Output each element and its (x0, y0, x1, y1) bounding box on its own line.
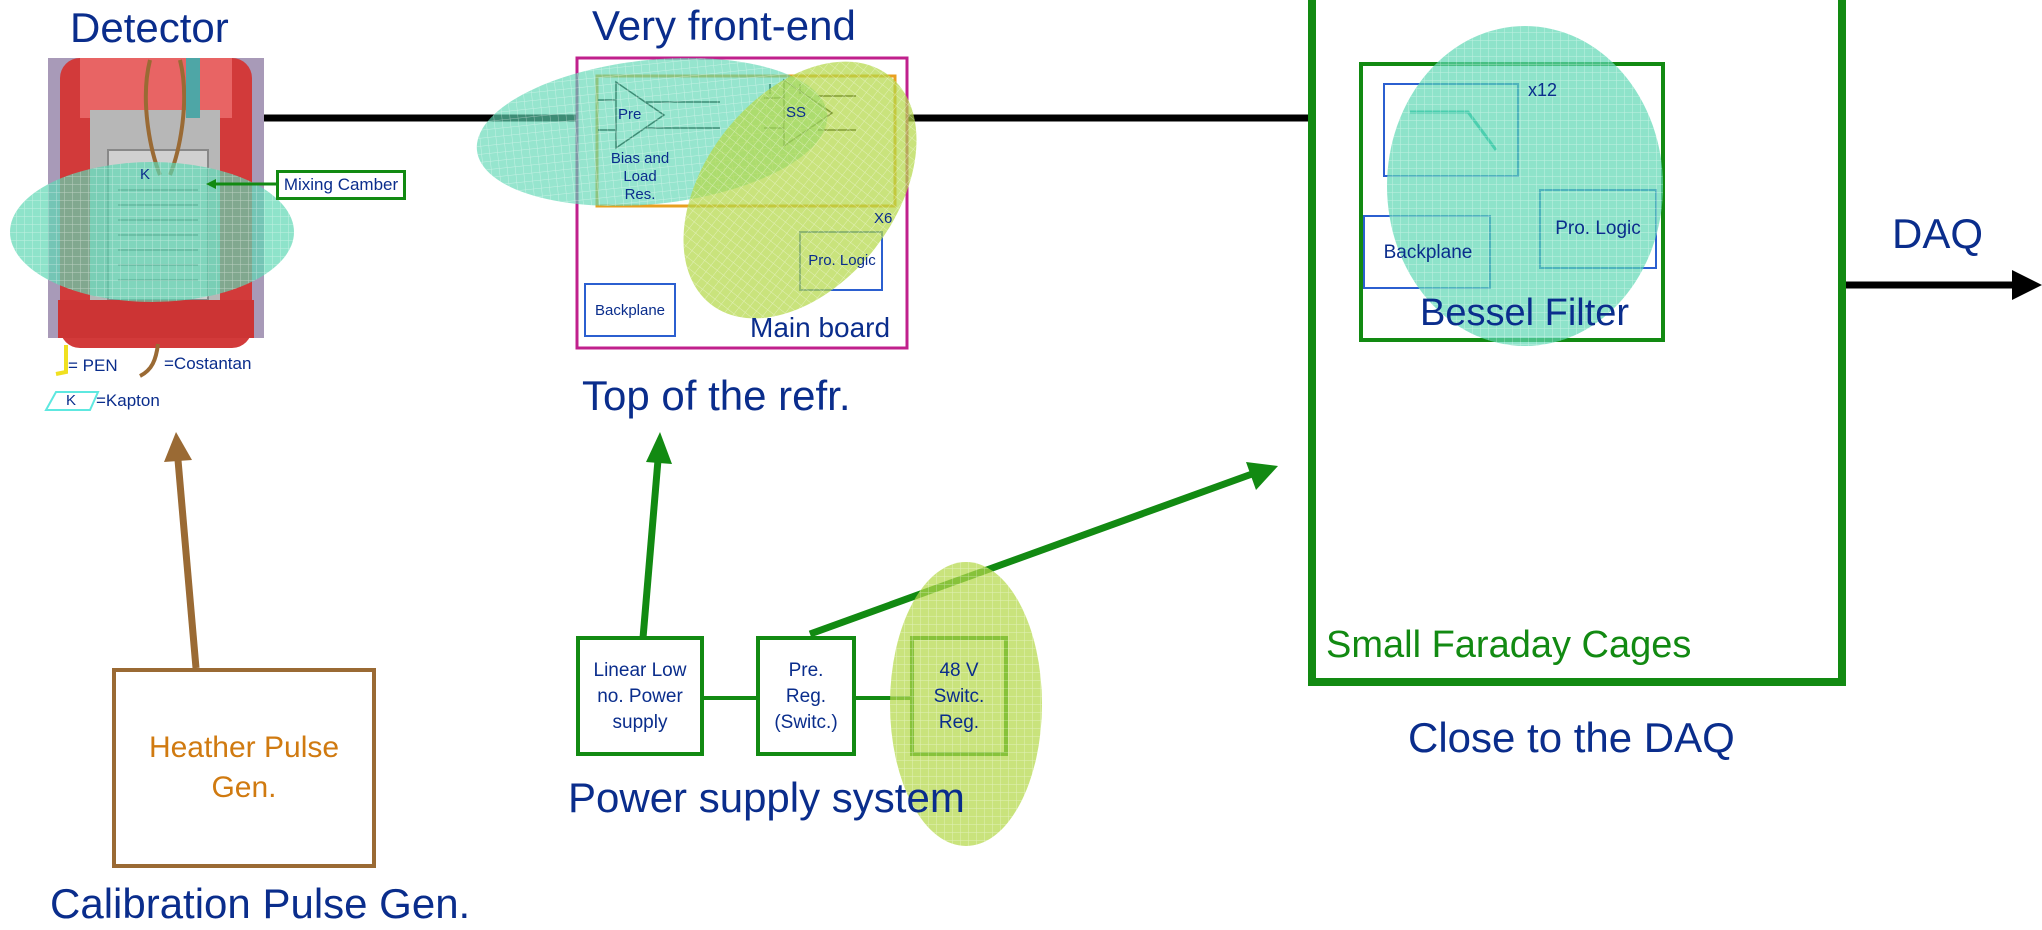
kapton-legend-icon (44, 391, 100, 411)
heather-label: Heather Pulse Gen. (114, 728, 374, 808)
prereg-label: Pre. Reg. (Switc.) (758, 658, 854, 736)
faraday-cage-frame (1308, 0, 1846, 686)
costantan-legend-icon (139, 343, 160, 378)
power-up-arrow-icon (646, 432, 672, 464)
linear-supply-box (576, 636, 704, 756)
daq-arrow-icon (2012, 270, 2042, 300)
v48-label: 48 V Switc. Reg. (912, 658, 1006, 736)
power-up-arrow-line (639, 459, 662, 639)
linear-line-3: supply (612, 712, 668, 733)
kapton-legend-text: =Kapton (96, 391, 160, 410)
prereg-box (756, 636, 856, 756)
v48-line-2: Switc. (933, 686, 985, 707)
ss-label: SS (786, 104, 807, 121)
x12-label: x12 (1528, 80, 1558, 100)
linear-supply-label: Linear Low no. Power supply (580, 658, 700, 736)
costantan-legend-text: =Costantan (164, 354, 252, 373)
power-faraday-arrow-icon (1246, 462, 1278, 490)
heather-line-2: Gen. (211, 771, 277, 804)
k-label: K (140, 166, 151, 183)
main-board-label: Main board (750, 312, 891, 343)
v48-line-3: Reg. (938, 712, 980, 733)
heather-box (112, 668, 376, 868)
prereg-line-1: Pre. (788, 660, 824, 681)
prereg-line-2: Reg. (785, 686, 827, 707)
heather-line-1: Heather Pulse (148, 731, 340, 764)
calibration-arrow-line (174, 459, 200, 669)
pen-legend-icon (55, 345, 68, 376)
main-backplane-label: Backplane (594, 302, 666, 319)
kapton-k-text: K (66, 392, 77, 409)
x6-label: X6 (874, 210, 893, 227)
bessel-filter-label: Bessel Filter (1420, 292, 1630, 334)
bias-load-res-label: Bias and Load Res. (600, 150, 680, 204)
faraday-pro-logic-label: Pro. Logic (1555, 218, 1641, 239)
front-end-title: Very front-end (592, 2, 856, 49)
main-backplane-box (584, 283, 676, 337)
bias-line-3: Res. (624, 186, 656, 203)
bias-line-2: Load (623, 168, 657, 185)
prereg-line-3: (Switc.) (774, 712, 838, 733)
main-pro-logic-label: Pro. Logic (808, 252, 876, 269)
mixing-camber-text: Mixing Camber (283, 175, 399, 194)
linear-line-1: Linear Low (593, 660, 687, 681)
faraday-cage-label: Small Faraday Cages (1326, 624, 1692, 666)
mixing-camber-label: Mixing Camber (276, 170, 406, 200)
linear-line-2: no. Power (597, 686, 683, 707)
pen-legend-text: = PEN (68, 356, 118, 375)
calibration-caption: Calibration Pulse Gen. (50, 880, 471, 927)
power-supply-caption: Power supply system (568, 774, 965, 821)
calibration-arrow-icon (164, 432, 192, 462)
daq-label: DAQ (1892, 210, 1984, 257)
v48-line-1: 48 V (939, 660, 979, 681)
top-refr-caption: Top of the refr. (582, 372, 851, 419)
pre-label: Pre (618, 106, 642, 123)
close-to-daq-caption: Close to the DAQ (1408, 714, 1735, 761)
bias-line-1: Bias and (610, 150, 670, 167)
power-faraday-arrow-line (808, 470, 1254, 638)
faraday-backplane-label: Backplane (1383, 242, 1473, 263)
detector-title: Detector (70, 4, 229, 51)
